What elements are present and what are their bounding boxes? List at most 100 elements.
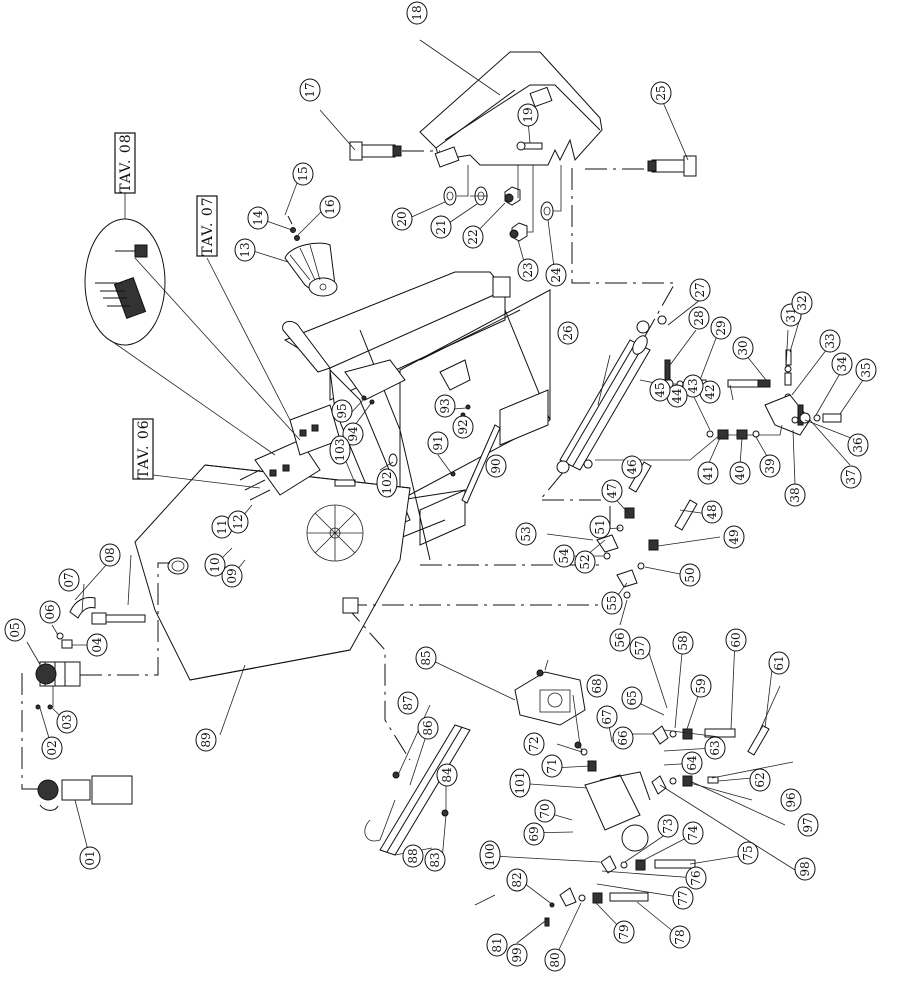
balloon-63[interactable]: 63: [704, 736, 726, 760]
tav06-box[interactable]: TAV. 06: [132, 418, 154, 480]
balloon-21[interactable]: 21: [430, 215, 452, 239]
balloon-97[interactable]: 97: [797, 813, 819, 837]
balloon-07[interactable]: 07: [58, 568, 80, 592]
balloon-99[interactable]: 99: [506, 943, 528, 967]
balloon-48[interactable]: 48: [701, 500, 723, 524]
balloon-50[interactable]: 50: [679, 563, 701, 587]
balloon-94[interactable]: 94: [342, 422, 364, 446]
balloon-75[interactable]: 75: [737, 841, 759, 865]
balloon-34[interactable]: 34: [831, 352, 853, 376]
balloon-71[interactable]: 71: [541, 754, 563, 778]
balloon-58[interactable]: 58: [672, 631, 694, 655]
balloon-73[interactable]: 73: [657, 814, 679, 838]
balloon-08[interactable]: 08: [99, 543, 121, 567]
balloon-40[interactable]: 40: [729, 461, 751, 485]
balloon-72[interactable]: 72: [523, 732, 545, 756]
balloon-18[interactable]: 18: [406, 1, 428, 25]
balloon-36[interactable]: 36: [847, 433, 869, 457]
balloon-54[interactable]: 54: [553, 544, 575, 568]
balloon-102[interactable]: 102: [376, 468, 398, 498]
balloon-76[interactable]: 76: [685, 866, 707, 890]
balloon-65[interactable]: 65: [621, 686, 643, 710]
balloon-11[interactable]: 11: [211, 515, 233, 539]
balloon-52[interactable]: 52: [574, 550, 596, 574]
tav08-box[interactable]: TAV. 08: [114, 132, 136, 194]
balloon-53[interactable]: 53: [515, 522, 537, 546]
balloon-89[interactable]: 89: [195, 728, 217, 752]
balloon-45[interactable]: 45: [649, 378, 671, 402]
balloon-70[interactable]: 70: [534, 799, 556, 823]
balloon-24[interactable]: 24: [545, 263, 567, 287]
balloon-82[interactable]: 82: [506, 868, 528, 892]
balloon-25[interactable]: 25: [650, 81, 672, 105]
balloon-66[interactable]: 66: [612, 726, 634, 750]
balloon-85[interactable]: 85: [415, 646, 437, 670]
balloon-79[interactable]: 79: [613, 920, 635, 944]
balloon-42[interactable]: 42: [699, 380, 721, 404]
balloon-103[interactable]: 103: [329, 435, 351, 465]
balloon-02[interactable]: 02: [41, 736, 63, 760]
balloon-98[interactable]: 98: [794, 857, 816, 881]
balloon-30[interactable]: 30: [732, 336, 754, 360]
balloon-95[interactable]: 95: [331, 399, 353, 423]
balloon-59[interactable]: 59: [690, 674, 712, 698]
balloon-46[interactable]: 46: [621, 455, 643, 479]
balloon-27[interactable]: 27: [689, 278, 711, 302]
balloon-81[interactable]: 81: [486, 933, 508, 957]
balloon-10[interactable]: 10: [204, 553, 226, 577]
balloon-32[interactable]: 32: [791, 291, 813, 315]
balloon-55[interactable]: 55: [601, 591, 623, 615]
balloon-57[interactable]: 57: [629, 636, 651, 660]
balloon-68[interactable]: 68: [586, 674, 608, 698]
balloon-87[interactable]: 87: [397, 691, 419, 715]
balloon-90[interactable]: 90: [485, 454, 507, 478]
balloon-86[interactable]: 86: [417, 716, 439, 740]
balloon-96[interactable]: 96: [780, 788, 802, 812]
balloon-16[interactable]: 16: [319, 195, 341, 219]
balloon-77[interactable]: 77: [672, 886, 694, 910]
balloon-23[interactable]: 23: [517, 258, 539, 282]
balloon-39[interactable]: 39: [759, 454, 781, 478]
balloon-83[interactable]: 83: [424, 848, 446, 872]
balloon-80[interactable]: 80: [544, 948, 566, 972]
balloon-69[interactable]: 69: [523, 822, 545, 846]
balloon-43[interactable]: 43: [682, 374, 704, 398]
balloon-13[interactable]: 13: [234, 238, 256, 262]
balloon-22[interactable]: 22: [462, 225, 484, 249]
tav07-box[interactable]: TAV. 07: [196, 195, 218, 257]
balloon-88[interactable]: 88: [402, 844, 424, 868]
balloon-67[interactable]: 67: [596, 705, 618, 729]
balloon-91[interactable]: 91: [427, 431, 449, 455]
balloon-41[interactable]: 41: [697, 461, 719, 485]
balloon-38[interactable]: 38: [784, 483, 806, 507]
balloon-14[interactable]: 14: [247, 206, 269, 230]
balloon-93[interactable]: 93: [434, 394, 456, 418]
balloon-62[interactable]: 62: [749, 768, 771, 792]
balloon-20[interactable]: 20: [391, 207, 413, 231]
balloon-100[interactable]: 100: [479, 840, 501, 870]
balloon-101[interactable]: 101: [509, 768, 531, 798]
balloon-51[interactable]: 51: [589, 515, 611, 539]
balloon-92[interactable]: 92: [452, 415, 474, 439]
balloon-60[interactable]: 60: [725, 628, 747, 652]
balloon-84[interactable]: 84: [436, 763, 458, 787]
balloon-28[interactable]: 28: [688, 306, 710, 330]
balloon-06[interactable]: 06: [39, 600, 61, 624]
balloon-05[interactable]: 05: [4, 618, 26, 642]
balloon-04[interactable]: 04: [86, 633, 108, 657]
balloon-19[interactable]: 19: [517, 103, 539, 127]
balloon-47[interactable]: 47: [601, 479, 623, 503]
balloon-56[interactable]: 56: [609, 628, 631, 652]
balloon-61[interactable]: 61: [768, 651, 790, 675]
balloon-74[interactable]: 74: [682, 821, 704, 845]
balloon-49[interactable]: 49: [723, 525, 745, 549]
balloon-35[interactable]: 35: [855, 358, 877, 382]
balloon-09[interactable]: 09: [221, 564, 243, 588]
balloon-15[interactable]: 15: [292, 162, 314, 186]
balloon-17[interactable]: 17: [299, 78, 321, 102]
balloon-33[interactable]: 33: [819, 329, 841, 353]
balloon-29[interactable]: 29: [710, 316, 732, 340]
balloon-44[interactable]: 44: [666, 384, 688, 408]
balloon-12[interactable]: 12: [227, 510, 249, 534]
balloon-03[interactable]: 03: [56, 710, 78, 734]
